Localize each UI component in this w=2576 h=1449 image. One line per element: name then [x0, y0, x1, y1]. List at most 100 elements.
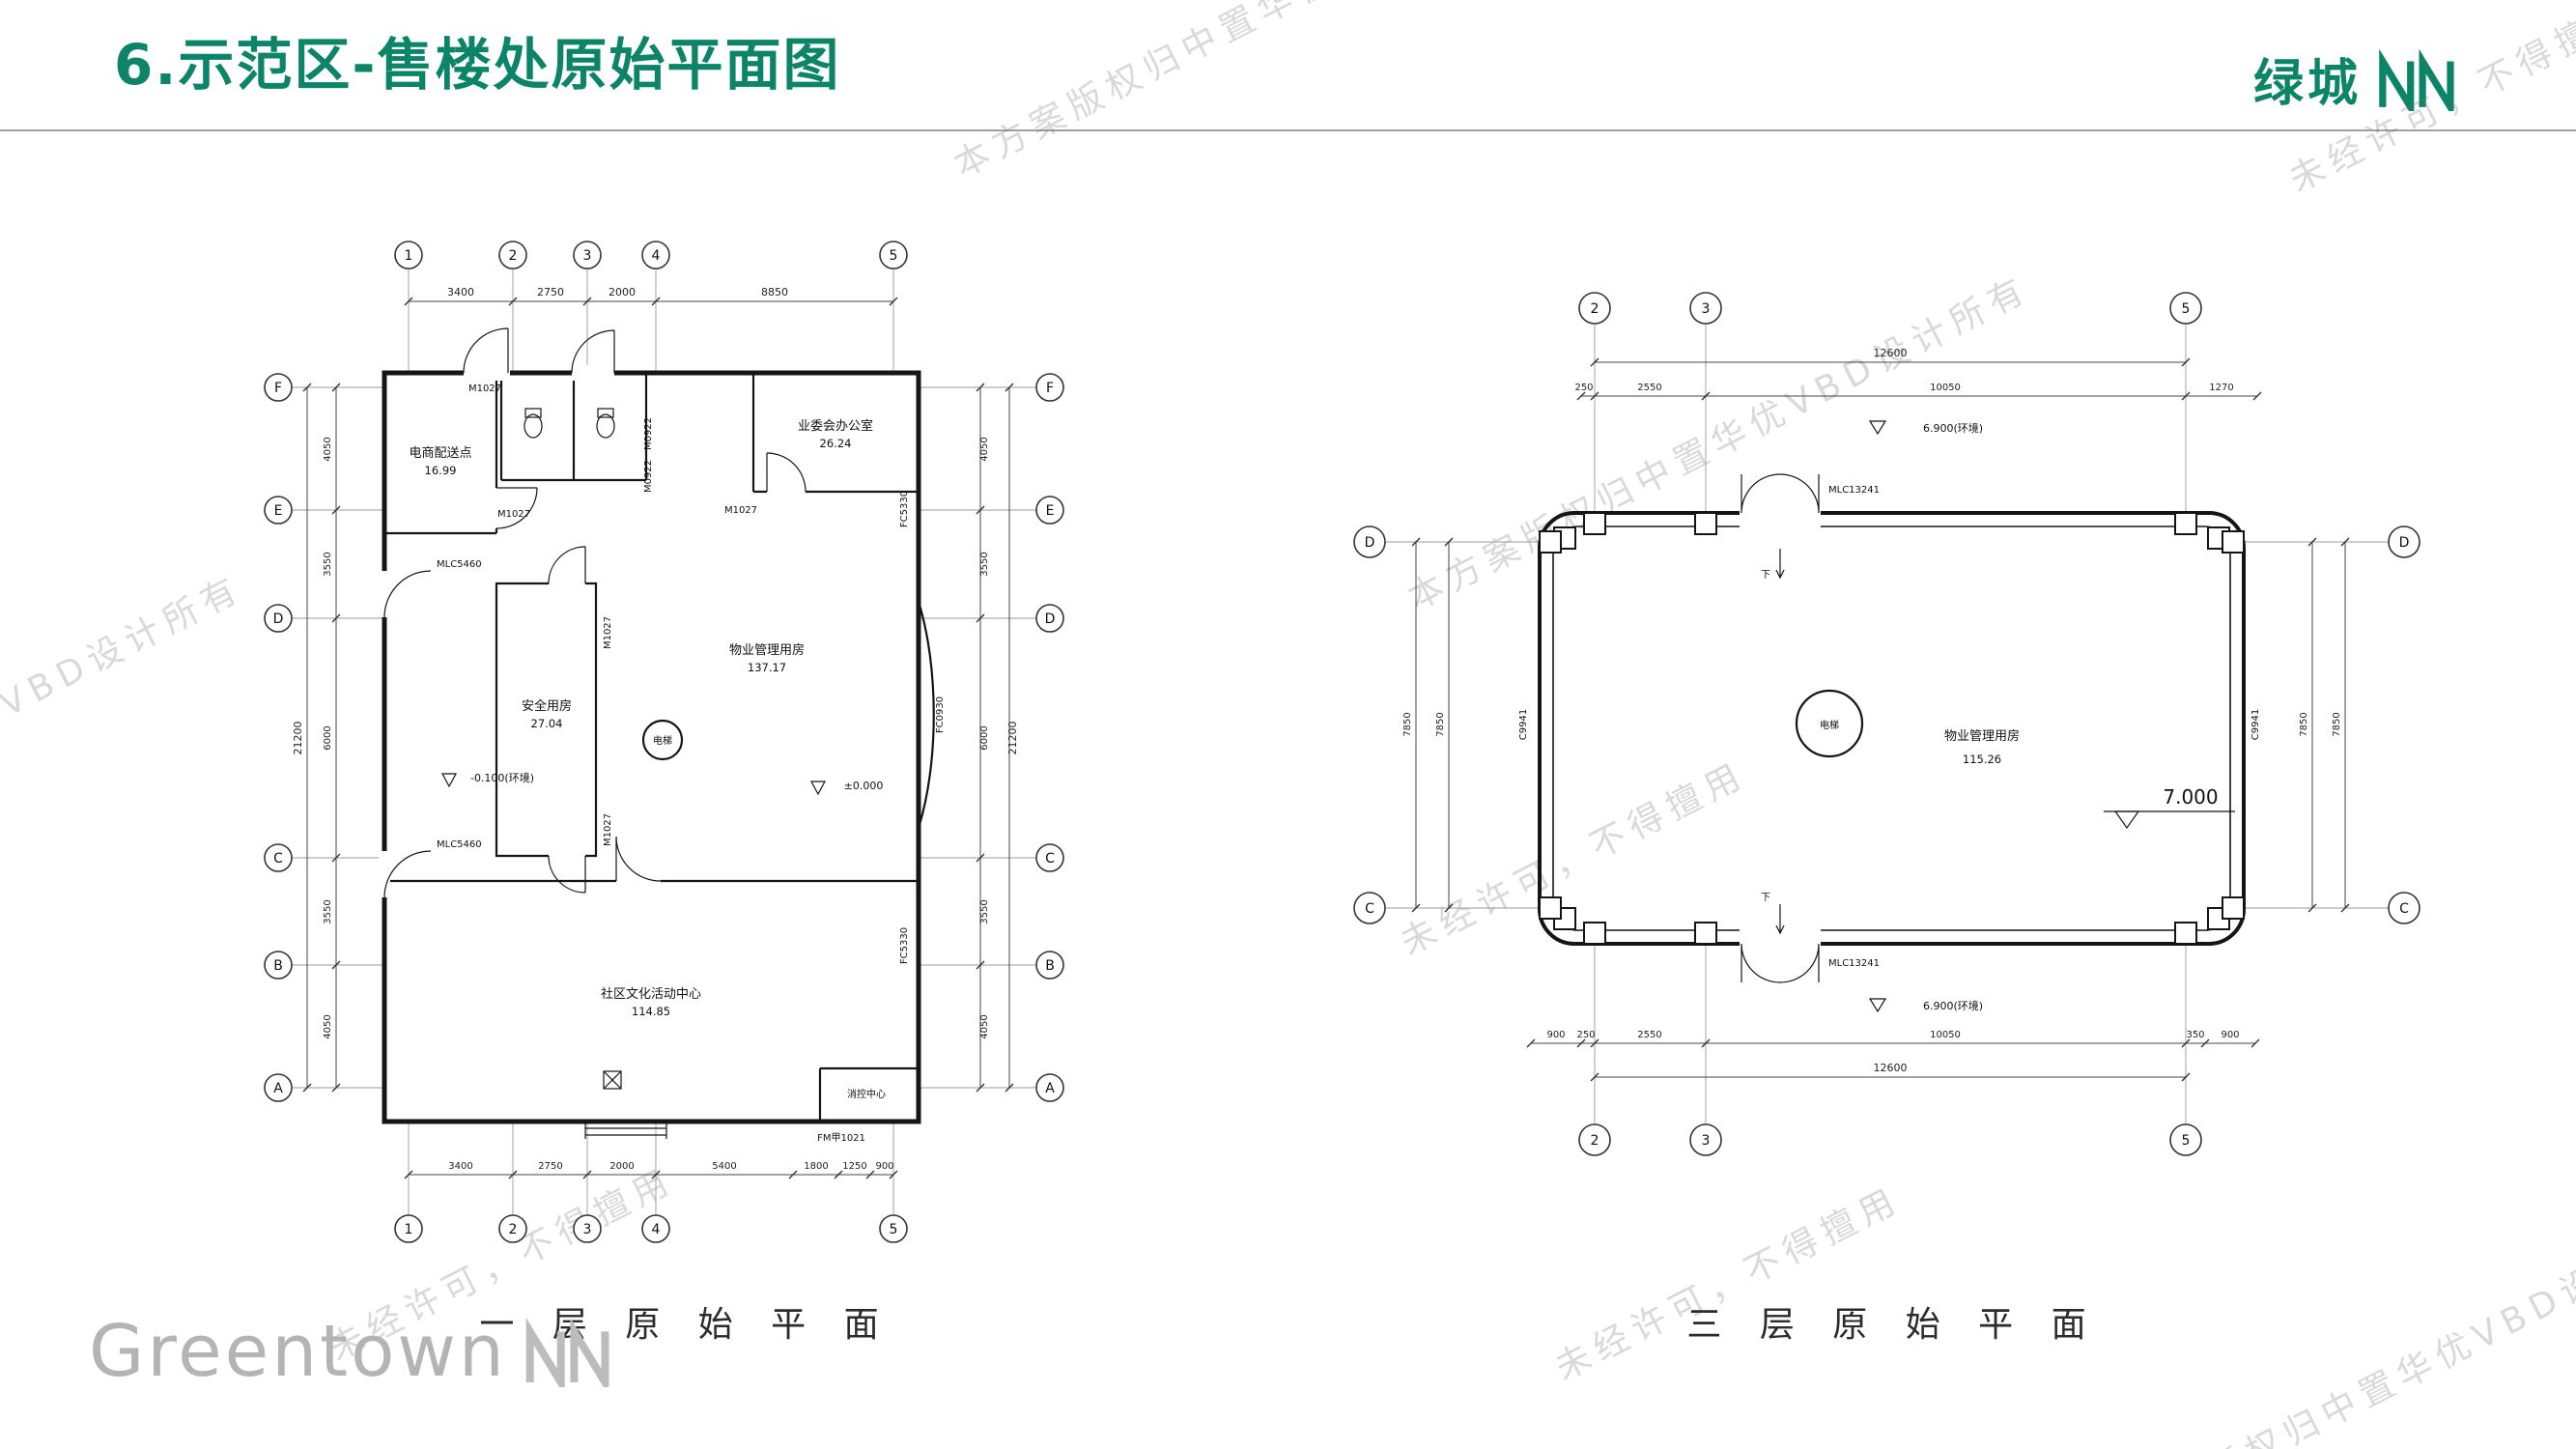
door-tag: M1027	[497, 509, 530, 520]
window-tag: FC5330	[899, 927, 910, 964]
dim-label: 350	[2186, 1030, 2204, 1040]
outer-wall	[382, 370, 921, 1124]
dimension-ticks	[1411, 357, 2350, 1082]
window-tag: FC0930	[935, 696, 946, 733]
level-marker-env-bottom: 6.900(环境)	[1868, 998, 1983, 1013]
door-swings	[383, 327, 807, 898]
axis-bubbles-right: D C	[2388, 526, 2420, 924]
window-tag: FC5330	[899, 491, 910, 527]
door-swings	[1741, 473, 1820, 983]
door-tag: M1027	[468, 384, 501, 394]
room-name: 物业管理用房	[1944, 728, 2020, 744]
dim-label: 4050	[979, 1014, 990, 1038]
dim-total-label: 21200	[292, 722, 304, 755]
dim-total-label: 21200	[1006, 722, 1019, 755]
dimension-lines	[1415, 361, 2346, 1078]
axis-bubbles-top: 2 3 5	[1578, 292, 2202, 325]
room-area: 16.99	[425, 464, 457, 477]
room-area: 26.24	[820, 437, 852, 450]
axis-label: 3	[1702, 301, 1711, 317]
axis-label: 1	[405, 248, 413, 264]
axis-label: 3	[583, 1222, 592, 1237]
dimension-ticks	[302, 297, 1014, 1179]
level-label: ±0.000	[844, 780, 884, 792]
dim-label: 6000	[979, 725, 990, 750]
dim-label: 250	[1576, 1030, 1595, 1040]
room-name: 物业管理用房	[729, 642, 805, 658]
door-tag: FM甲1021	[817, 1133, 865, 1144]
door-tag: MLC13241	[1828, 958, 1880, 969]
dim-label: 1270	[2209, 383, 2233, 393]
room-name: 社区文化活动中心	[601, 986, 701, 1002]
floor-plan-first: 3400 2750 2000 8850 3400 2750 2000 5400 …	[261, 227, 1111, 1293]
door-tag: M1027	[724, 505, 757, 516]
level-marker-env-top: 6.900(环境)	[1868, 420, 1983, 436]
door-tag: MLC13241	[1828, 485, 1880, 496]
plan2-caption: 三 层 原 始 平 面	[1686, 1305, 2100, 1345]
door-opening	[1740, 503, 1821, 532]
floor-plan-first-drawing: 3400 2750 2000 8850 3400 2750 2000 5400 …	[264, 241, 1064, 1243]
axis-extension-lines	[1385, 324, 2389, 1124]
dim-label: 1250	[842, 1161, 866, 1172]
axis-bubbles-left: D C	[1353, 526, 1386, 924]
axis-label: 5	[890, 1222, 898, 1237]
room-area: 114.85	[632, 1005, 670, 1018]
axis-label: 3	[583, 248, 592, 264]
door-tag: MLC5460	[437, 559, 482, 570]
dim-label: 6000	[323, 725, 333, 750]
dim-label: 2750	[537, 286, 564, 298]
elevator-label: 电梯	[1820, 719, 1839, 731]
floor-plan-third: 250 2550 10050 1270 12600 900 250 2550 1…	[1333, 270, 2453, 1192]
toilet-fixtures	[524, 408, 615, 439]
dim-label: 7850	[2299, 712, 2309, 736]
level-marker-main: ±0.000	[809, 780, 884, 796]
level-label: 6.900(环境)	[1923, 421, 1983, 435]
dim-label: 900	[1546, 1030, 1565, 1040]
axis-label: D	[273, 611, 284, 627]
axis-label: C	[2399, 901, 2409, 917]
axis-label: F	[274, 381, 282, 396]
dim-total-label: 12600	[1874, 1062, 1908, 1074]
entry-steps	[584, 1122, 667, 1139]
axis-bubbles-bottom: 1 2 3 4 5	[394, 1214, 908, 1243]
dim-label: 1800	[804, 1161, 828, 1172]
dim-label: 8850	[761, 286, 788, 298]
plan1-caption: 一 层 原 始 平 面	[479, 1305, 892, 1345]
axis-label: E	[1046, 503, 1055, 519]
axis-label: C	[273, 851, 283, 867]
greentown-logo-icon	[2379, 48, 2454, 111]
dim-label: 5400	[712, 1161, 736, 1172]
elevator-label: 电梯	[653, 734, 672, 747]
dim-label: 4050	[323, 1014, 333, 1038]
axis-label: D	[1045, 611, 1056, 627]
axis-label: E	[274, 503, 283, 519]
level-label: 7.000	[2163, 785, 2218, 809]
watermark-text: 本方案版权归中置华优VBD设计所有	[0, 568, 250, 919]
dim-label: 900	[875, 1161, 893, 1172]
dimension-lines	[306, 300, 1010, 1176]
room-name: 消控中心	[847, 1088, 886, 1100]
dim-label: 7850	[2332, 712, 2342, 736]
axis-label: 1	[405, 1222, 413, 1237]
elevator-symbol: 电梯	[641, 719, 684, 761]
dim-label: 900	[2221, 1030, 2239, 1040]
dim-label: 4050	[979, 437, 990, 461]
dim-label: 7850	[1435, 712, 1446, 736]
dim-total-label: 12600	[1874, 347, 1908, 359]
greentown-brand: 绿城	[2253, 43, 2462, 115]
axis-bubbles-bottom: 2 3 5	[1578, 1123, 2202, 1156]
stair-down-label: 下	[1761, 570, 1770, 581]
axis-bubbles-right: F E D C B A	[1035, 373, 1064, 1102]
door-tag: M0922	[643, 460, 654, 493]
dim-label: 2550	[1637, 1030, 1661, 1040]
axis-label: C	[1045, 851, 1055, 867]
shaft-symbol	[603, 1070, 622, 1090]
dim-label: 3550	[323, 899, 333, 923]
elevator-symbol: 电梯	[1795, 689, 1864, 758]
axis-extension-lines	[292, 269, 1036, 1215]
stair-down-label: 下	[1761, 893, 1770, 903]
room-name: 电商配送点	[409, 446, 471, 461]
brand-name: 绿城	[2252, 55, 2362, 113]
axis-label: 4	[652, 248, 661, 264]
